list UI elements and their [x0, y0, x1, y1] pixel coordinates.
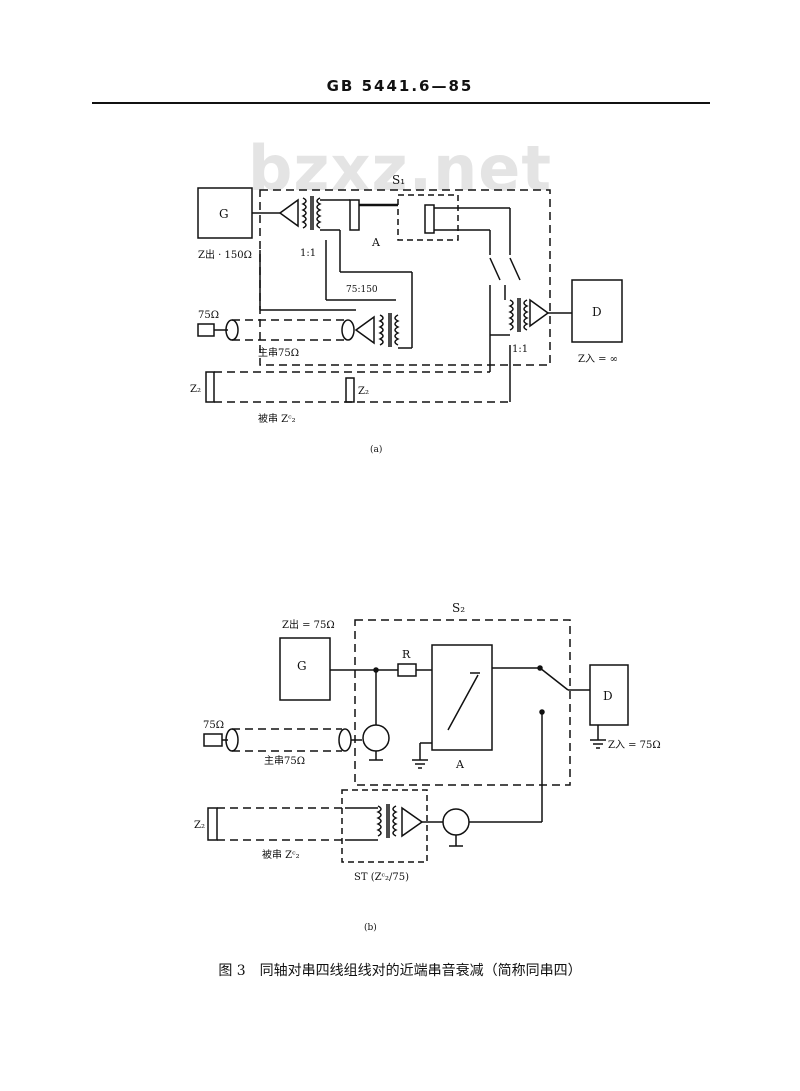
z2-right-resistor [345, 377, 355, 403]
z2-left-label: Z₂ [190, 384, 201, 395]
coil-left [301, 197, 307, 229]
coax-end [338, 728, 352, 752]
detector-d-label: D [592, 305, 602, 319]
resistor-r-label: R [402, 648, 411, 661]
coil-right [392, 805, 398, 837]
attenuator-a-box [431, 644, 493, 751]
attenuator-resistor [349, 199, 360, 231]
standard-number: GB 5441.6—85 [326, 77, 474, 95]
s2-dashed-box [354, 619, 571, 786]
ratio-top-label: 1:1 [300, 248, 316, 259]
switch-blade [539, 667, 569, 691]
main-pair-label: 主串75Ω [258, 347, 299, 359]
inner-dashed-box [397, 194, 459, 241]
figure-b: S₂ Z出 = 75Ω G R A D Z入 = 75Ω [194, 601, 661, 933]
triangle-symbol [529, 298, 550, 328]
watermark: bzxz.net [248, 132, 552, 205]
subfigure-a-label: (a) [370, 444, 382, 455]
z-out-label: Z出 = 75Ω [282, 618, 335, 631]
attenuator-resistor-2 [424, 204, 435, 234]
detector-d-box [589, 664, 629, 726]
coil-left [376, 805, 382, 837]
coil-right [316, 197, 322, 229]
z2-left-resistor [205, 371, 215, 403]
triangle-symbol [354, 315, 375, 345]
termination-75-resistor [197, 323, 215, 337]
st-label: ST (Zᶜ₂/75) [354, 872, 409, 883]
header-rule [92, 102, 710, 104]
figure-a: S₁ G Z出 · 150Ω 1:1 A [190, 173, 623, 455]
detector-d-label: D [603, 689, 613, 703]
z2-label: Z₂ [194, 820, 205, 831]
triangle-symbol [278, 198, 299, 228]
st-dashed-box [341, 789, 428, 863]
coil-left [508, 299, 514, 331]
disturbed-pair-label: 被串 Zᶜ₂ [258, 412, 296, 425]
detector-d-box [571, 279, 623, 343]
coax-connector-icon [442, 808, 470, 836]
coil-right [523, 299, 529, 331]
ratio-right-label: 1:1 [512, 344, 528, 355]
r75-label: 75Ω [203, 720, 224, 731]
disturbed-pair-label: 被串 Zᶜ₂ [262, 848, 300, 861]
resistor-r [397, 663, 417, 677]
coax-end [341, 319, 355, 341]
s2-label: S₂ [452, 601, 465, 615]
main-pair-label: 主串75Ω [264, 755, 305, 767]
variable-arrow [447, 674, 479, 731]
coax-connector-icon [362, 724, 390, 752]
z2-right-label: Z₂ [358, 386, 369, 397]
figure-caption: 图 3 同轴对串四线组线对的近端串音衰减（简称同串四） [218, 963, 582, 979]
s1-dashed-box [259, 189, 551, 366]
generator-g-box [279, 637, 331, 701]
coil-right [394, 314, 400, 346]
switch-blade [509, 257, 521, 281]
triangle-symbol [401, 806, 424, 838]
attenuator-a-label: A [371, 236, 381, 249]
ratio-mid-label: 75:150 [346, 285, 378, 295]
coil-left [378, 314, 384, 346]
switch-blade [489, 257, 501, 281]
termination-75-resistor [203, 733, 223, 747]
attenuator-a-label: A [455, 758, 465, 771]
r75-label: 75Ω [198, 310, 219, 321]
z-in-label: Z入 = ∞ [578, 354, 618, 365]
generator-g-label: G [297, 659, 307, 673]
s1-label: S₁ [392, 173, 405, 187]
subfigure-b-label: (b) [364, 922, 377, 933]
z2-resistor [207, 807, 218, 841]
z-in-label: Z入 = 75Ω [608, 740, 661, 751]
z-out-label: Z出 · 150Ω [198, 248, 252, 261]
generator-g-label: G [219, 207, 229, 221]
